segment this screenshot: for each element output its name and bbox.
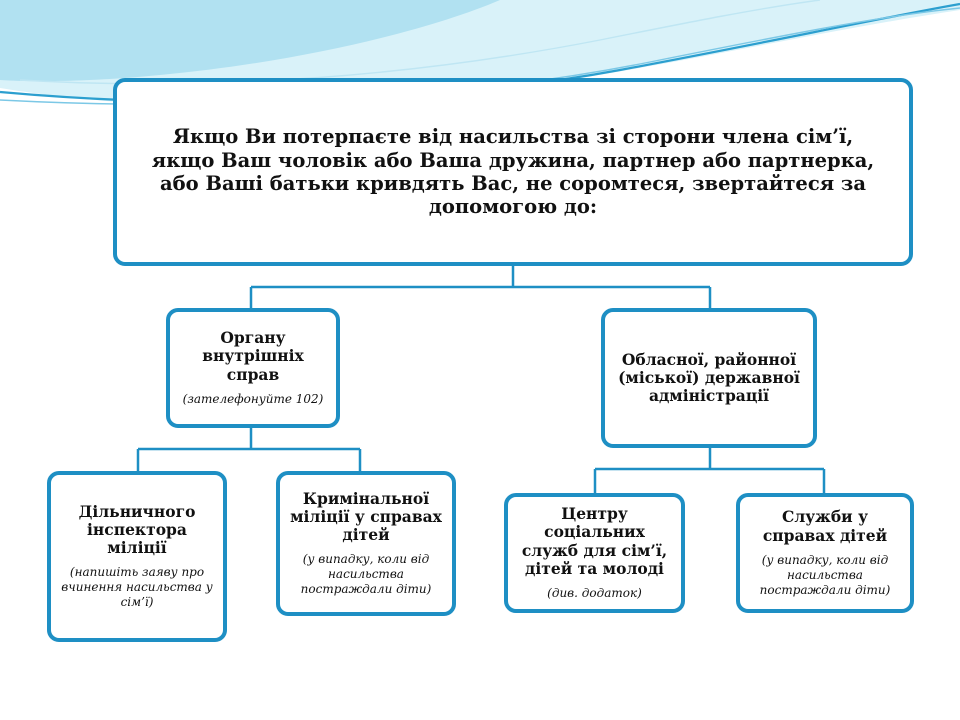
district-inspector-box: Дільничного інспектора міліції (напишіть… <box>47 471 227 642</box>
root-text: Якщо Ви потерпаєте від насильства зі сто… <box>151 125 875 219</box>
police-box: Органу внутрішніх справ (зателефонуйте 1… <box>166 308 340 428</box>
social-center-box: Центру соціальних служб для сім’ї, дітей… <box>504 493 685 613</box>
children-service-note: (у випадку, коли від насильства постражд… <box>759 552 891 597</box>
police-title: Органу внутрішніх справ <box>202 328 304 384</box>
criminal-police-box: Кримінальної міліції у справах дітей (у … <box>276 471 456 616</box>
wave-mid-band <box>0 0 500 82</box>
children-service-title: Служби у справах дітей <box>762 507 888 545</box>
police-note: (зателефонуйте 102) <box>182 391 324 406</box>
criminal-police-note: (у випадку, коли від насильства постражд… <box>300 552 432 597</box>
connector-root-level1 <box>249 264 712 310</box>
connector-admin-children <box>593 446 826 495</box>
criminal-police-title: Кримінальної міліції у справах дітей <box>290 488 442 545</box>
administration-title: Обласної, районної (міської) державної а… <box>618 349 800 406</box>
root-box: Якщо Ви потерпаєте від насильства зі сто… <box>113 78 913 266</box>
administration-box: Обласної, районної (міської) державної а… <box>601 308 817 448</box>
social-center-note: (див. додаток) <box>547 586 642 601</box>
district-inspector-title: Дільничного інспектора міліції <box>78 501 196 558</box>
social-center-title: Центру соціальних служб для сім’ї, дітей… <box>521 503 668 578</box>
children-service-box: Служби у справах дітей (у випадку, коли … <box>736 493 914 613</box>
district-inspector-note: (напишіть заяву про вчинення насильства … <box>61 565 213 610</box>
connector-police-children <box>136 426 362 473</box>
